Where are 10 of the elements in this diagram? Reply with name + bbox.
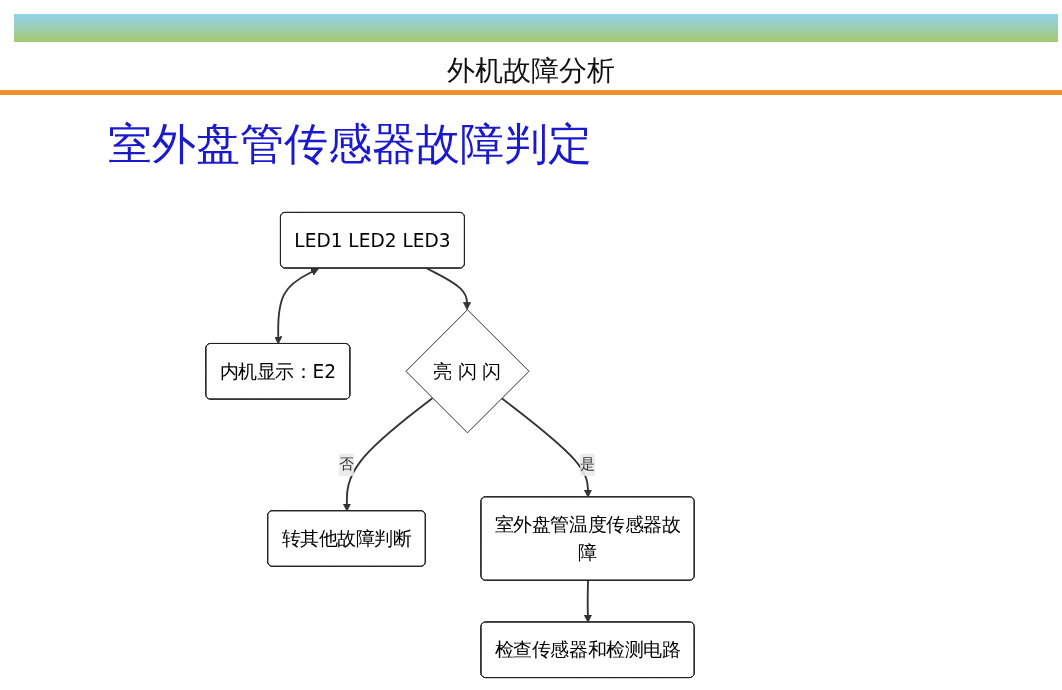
edge-label: 否 <box>339 455 354 474</box>
arrow <box>583 579 592 623</box>
arrow <box>426 267 472 311</box>
node-diamond: 亮 闪 闪 <box>405 309 530 434</box>
heading: 室外盘管传感器故障判定 <box>108 117 593 171</box>
slide-title: 外机故障分析 <box>446 53 616 89</box>
arrow <box>500 397 592 498</box>
edge-label: 是 <box>580 455 595 474</box>
arrow <box>342 397 434 512</box>
arrow <box>274 268 319 345</box>
